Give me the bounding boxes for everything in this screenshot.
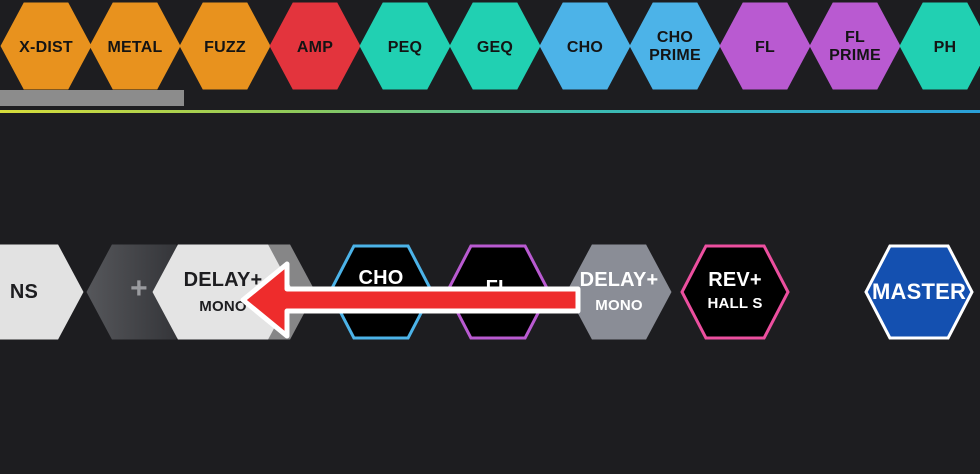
block-ns[interactable]: NS (0, 244, 84, 340)
arrow-shape (240, 261, 581, 339)
block-label: CHO (358, 267, 404, 289)
palette-item-peq[interactable]: PEQ (359, 2, 451, 90)
add-block-icon[interactable]: + (130, 272, 148, 305)
block-label: REV+ (708, 269, 762, 291)
palette-item-fl[interactable]: FL (719, 2, 811, 90)
block-master[interactable]: MASTER (864, 244, 974, 340)
block-delay-mono-dragging[interactable]: DELAY+ MONO (152, 244, 294, 340)
block-rev-hall[interactable]: REV+ HALL S (680, 244, 790, 340)
palette-item-fuzz[interactable]: FUZZ (179, 2, 271, 90)
palette-item-label: AMP (296, 39, 334, 56)
palette-scrollbar[interactable] (0, 90, 184, 106)
palette-item-label: FL (845, 29, 865, 46)
block-label: NS (9, 281, 39, 303)
palette-item-label: X-DIST (19, 39, 73, 56)
block-label: DELAY+ (579, 269, 659, 291)
palette-item-x-dist[interactable]: X-DIST (0, 2, 92, 90)
block-sublabel: MONO (595, 297, 643, 314)
palette-item-label: PH (933, 39, 957, 56)
palette-item-sublabel: PRIME (829, 47, 881, 64)
divider-line (0, 110, 980, 113)
block-sublabel: HALL S (707, 295, 763, 312)
palette-item-label: PEQ (387, 39, 423, 56)
palette-item-label: FUZZ (204, 39, 246, 56)
palette-item-amp[interactable]: AMP (269, 2, 361, 90)
palette-item-label: GEQ (476, 39, 514, 56)
palette-item-label: CHO (656, 29, 694, 46)
block-label: MASTER (871, 279, 967, 304)
palette-item-geq[interactable]: GEQ (449, 2, 541, 90)
palette-item-label: METAL (107, 39, 163, 56)
block-delay-mono[interactable]: DELAY+ MONO (566, 244, 672, 340)
palette-item-metal[interactable]: METAL (89, 2, 181, 90)
block-label: DELAY+ (183, 269, 263, 291)
palette-item-label: CHO (566, 39, 604, 56)
palette-item-sublabel: PRIME (649, 47, 701, 64)
palette-item-label: FL (755, 39, 775, 56)
block-sublabel: MONO (199, 298, 247, 315)
palette-item-ph[interactable]: PH (899, 2, 980, 90)
palette-item-cho[interactable]: CHO (539, 2, 631, 90)
